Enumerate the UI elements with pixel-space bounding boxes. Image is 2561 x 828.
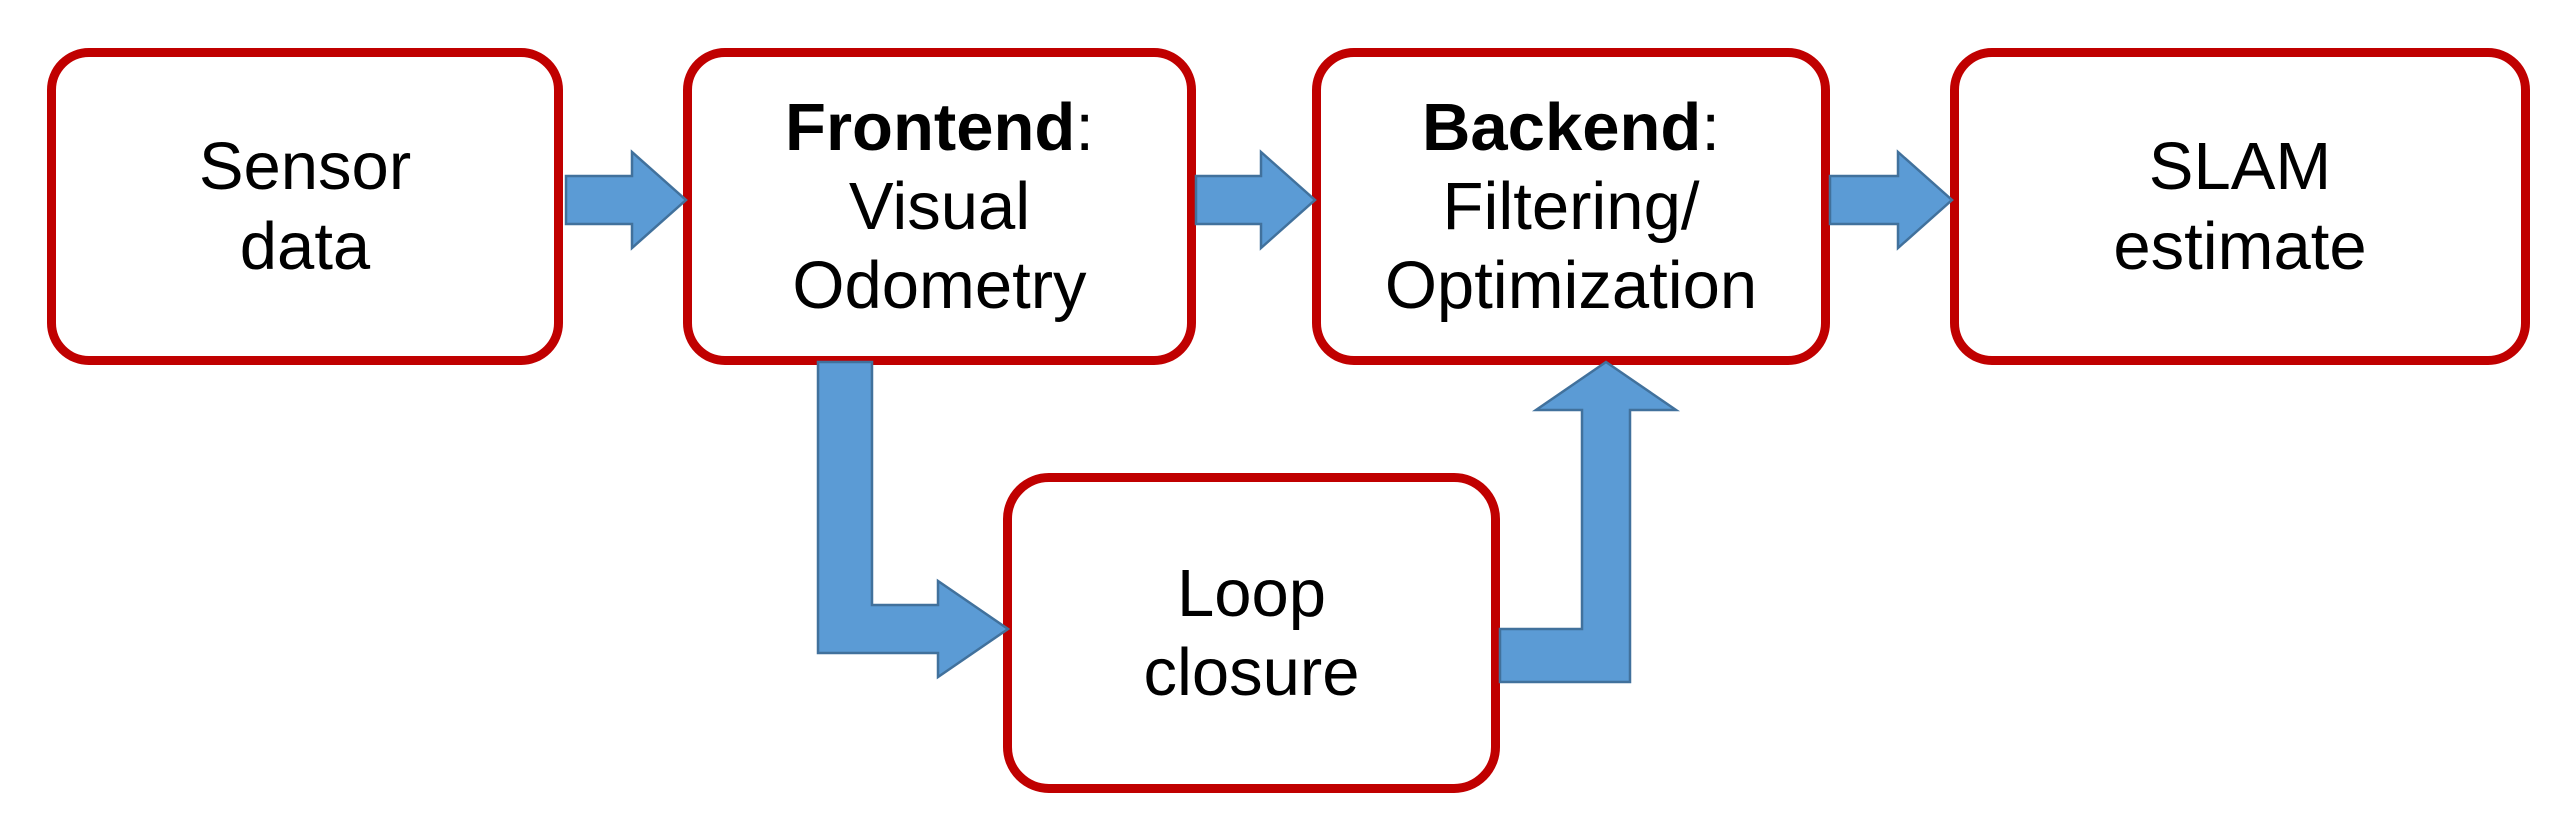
arrow-backend-to-slam-estimate-icon <box>1828 149 1954 251</box>
node-backend-title: Backend <box>1422 89 1702 165</box>
node-backend-line-1: Backend: <box>1422 88 1720 167</box>
node-slam-estimate[interactable]: SLAM estimate <box>1950 48 2530 365</box>
arrow-frontend-to-backend-icon <box>1194 149 1317 251</box>
node-frontend-title: Frontend <box>785 89 1076 165</box>
node-loop-closure[interactable]: Loop closure <box>1003 473 1500 793</box>
node-loop-closure-line-1: Loop <box>1176 555 1327 631</box>
node-frontend[interactable]: Frontend: Visual Odometry <box>683 48 1196 365</box>
node-sensor-data-line-2: data <box>239 208 371 284</box>
node-slam-estimate-line-1: SLAM <box>2148 129 2332 205</box>
node-loop-closure-line-2: closure <box>1143 635 1360 710</box>
arrow-loop-closure-to-backend-icon <box>1498 360 1700 684</box>
node-frontend-line-2: Visual <box>848 168 1031 244</box>
node-backend-colon: : <box>1701 89 1720 165</box>
node-slam-estimate-line-2: estimate <box>2113 208 2367 284</box>
node-frontend-line-3: Odometry <box>792 248 1087 324</box>
node-backend-line-3: Optimization <box>1384 248 1758 324</box>
node-backend-line-2: Filtering/ <box>1442 168 1700 244</box>
arrow-frontend-to-loop-closure-icon <box>816 360 1011 682</box>
arrow-sensor-data-to-frontend-icon <box>564 149 688 251</box>
node-sensor-data[interactable]: Sensor data <box>47 48 563 365</box>
node-frontend-colon: : <box>1075 89 1094 165</box>
node-sensor-data-line-1: Sensor <box>198 129 412 205</box>
node-backend[interactable]: Backend: Filtering/ Optimization <box>1312 48 1830 365</box>
node-frontend-line-1: Frontend: <box>785 88 1094 167</box>
